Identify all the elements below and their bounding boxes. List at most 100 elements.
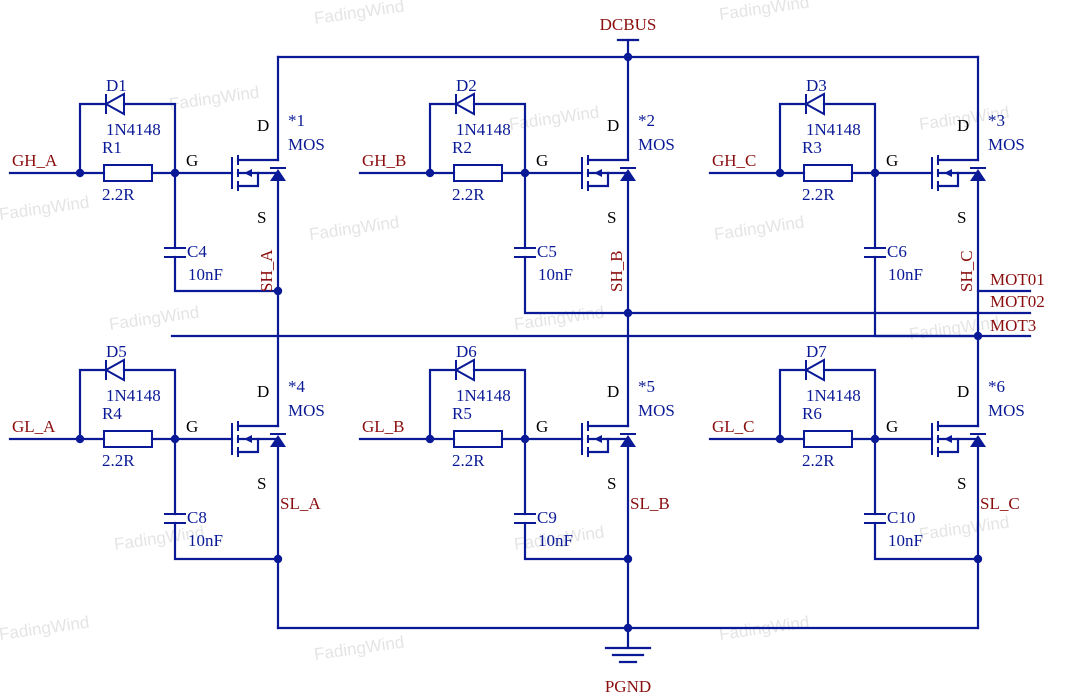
cap-value: 10nF	[538, 265, 573, 284]
resistor-value: 2.2R	[802, 451, 835, 470]
mosfet-designator: *2	[638, 111, 655, 130]
gate-net-label: GL_C	[712, 417, 755, 436]
pin-label-s: S	[957, 474, 966, 493]
mosfet-body-arrow	[944, 169, 952, 177]
output-label-mot01: MOT01	[990, 270, 1045, 289]
resistor-value: 2.2R	[102, 185, 135, 204]
source-net-label: SH_B	[607, 250, 626, 292]
diode-designator: D5	[106, 342, 127, 361]
cap-designator: C6	[887, 242, 907, 261]
output-label-mot02: MOT02	[990, 292, 1045, 311]
mosfet-designator: *6	[988, 377, 1005, 396]
dcbus-label: DCBUS	[600, 15, 657, 34]
diode-designator: D2	[456, 76, 477, 95]
watermark-text: FadingWind	[308, 213, 400, 244]
diode-wire	[122, 368, 177, 441]
source-net-label: SH_C	[957, 250, 976, 292]
mosfet-type: MOS	[988, 135, 1025, 154]
cap-return-wire	[873, 255, 980, 338]
pin-label-d: D	[957, 382, 969, 401]
pin-label-d: D	[257, 382, 269, 401]
diode-wire	[428, 102, 458, 175]
diode-wire	[472, 368, 527, 441]
diode-wire	[472, 102, 527, 175]
cap-return-wire	[873, 521, 980, 561]
cap-designator: C10	[887, 508, 915, 527]
diode-value: 1N4148	[106, 120, 161, 139]
junction-dot	[623, 554, 633, 564]
junction-dot	[973, 554, 983, 564]
watermark-text: FadingWind	[108, 303, 200, 334]
watermark-text: FadingWind	[718, 0, 810, 24]
pin-label-d: D	[607, 382, 619, 401]
cap-designator: C5	[537, 242, 557, 261]
resistor-body	[103, 164, 153, 182]
pin-label-g: G	[186, 151, 198, 170]
mosfet-body-arrow	[594, 435, 602, 443]
cap-value: 10nF	[888, 265, 923, 284]
diode-value: 1N4148	[106, 386, 161, 405]
diode-body	[453, 92, 475, 116]
resistor-body	[103, 430, 153, 448]
mosfet-source-lead	[936, 437, 980, 454]
cap-value: 10nF	[888, 531, 923, 550]
resistor-value: 2.2R	[802, 185, 835, 204]
diode-value: 1N4148	[456, 120, 511, 139]
diode-wire	[822, 368, 877, 441]
resistor-designator: R5	[452, 404, 472, 423]
pin-label-s: S	[607, 208, 616, 227]
gate-net-label: GL_B	[362, 417, 405, 436]
diode-designator: D3	[806, 76, 827, 95]
mosfet-body-arrow	[594, 169, 602, 177]
resistor-designator: R6	[802, 404, 822, 423]
resistor-designator: R1	[102, 138, 122, 157]
watermark-text: FadingWind	[508, 103, 600, 134]
mosfet-type: MOS	[288, 401, 325, 420]
diode-body	[103, 358, 125, 382]
cap-value: 10nF	[538, 531, 573, 550]
cap-return-wire	[173, 255, 280, 293]
gate-net-label: GH_B	[362, 151, 406, 170]
mosfet-source-lead	[586, 437, 630, 454]
pin-label-s: S	[607, 474, 616, 493]
mosfet-source-lead	[586, 171, 630, 188]
diode-body	[803, 92, 825, 116]
mosfet-type: MOS	[288, 135, 325, 154]
resistor-designator: R2	[452, 138, 472, 157]
diode-wire	[778, 368, 808, 441]
mosfet-body-arrow	[244, 435, 252, 443]
mosfet-type: MOS	[638, 135, 675, 154]
mosfet-body-arrow	[944, 435, 952, 443]
cap-designator: C8	[187, 508, 207, 527]
pin-label-g: G	[536, 417, 548, 436]
resistor-value: 2.2R	[452, 451, 485, 470]
source-net-label: SL_A	[280, 494, 321, 513]
pin-label-s: S	[957, 208, 966, 227]
cap-designator: C4	[187, 242, 207, 261]
pgnd-label: PGND	[605, 677, 651, 696]
mosfet-source-lead	[236, 437, 280, 454]
diode-value: 1N4148	[456, 386, 511, 405]
mosfet-type: MOS	[638, 401, 675, 420]
watermark-text: FadingWind	[0, 613, 90, 644]
cap-designator: C9	[537, 508, 557, 527]
diode-body	[453, 358, 475, 382]
cap-value: 10nF	[188, 265, 223, 284]
watermark-text: FadingWind	[168, 83, 260, 114]
source-net-label: SH_A	[257, 249, 276, 292]
diode-wire	[78, 368, 108, 441]
diode-value: 1N4148	[806, 386, 861, 405]
gate-net-label: GH_A	[12, 151, 58, 170]
diode-wire	[428, 368, 458, 441]
mosfet-designator: *5	[638, 377, 655, 396]
gate-net-label: GH_C	[712, 151, 756, 170]
resistor-body	[453, 164, 503, 182]
resistor-value: 2.2R	[102, 451, 135, 470]
diode-wire	[122, 102, 177, 175]
pin-label-g: G	[886, 417, 898, 436]
pin-label-d: D	[257, 116, 269, 135]
source-net-label: SL_B	[630, 494, 670, 513]
mosfet-type: MOS	[988, 401, 1025, 420]
diode-value: 1N4148	[806, 120, 861, 139]
